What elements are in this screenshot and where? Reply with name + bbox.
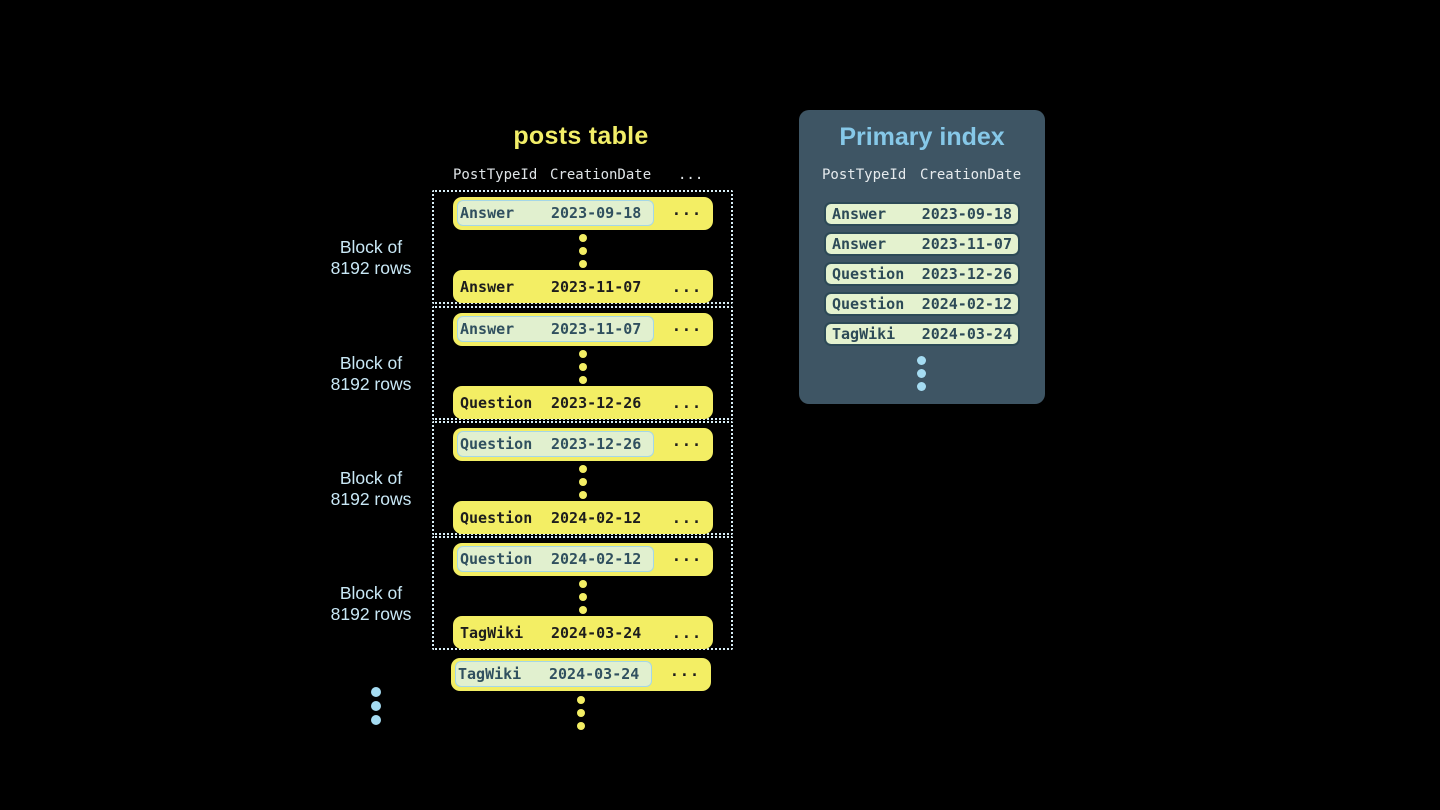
- block-label-1: Block of 8192 rows: [330, 237, 412, 278]
- primary-index-panel: Primary index PostTypeId CreationDate An…: [799, 110, 1045, 404]
- index-row: Answer 2023-09-18: [824, 202, 1020, 226]
- table-row: Question 2024-02-12 ...: [453, 501, 713, 534]
- table-block-4: Question 2024-02-12 ... TagWiki 2024-03-…: [432, 536, 733, 650]
- vertical-ellipsis-dots: [579, 465, 587, 504]
- more-blocks-ellipsis-dots: [371, 687, 381, 729]
- row-more-columns: ...: [671, 317, 702, 335]
- table-row: Answer 2023-09-18 ...: [453, 197, 713, 230]
- column-header-posttypeid: PostTypeId: [822, 167, 907, 183]
- table-block-3: Question 2023-12-26 ... Question 2024-02…: [432, 421, 733, 535]
- column-header-creationdate: CreationDate: [920, 167, 1022, 183]
- highlighted-key-cell: Answer 2023-09-18: [457, 200, 654, 226]
- row-more-columns: ...: [671, 277, 702, 296]
- index-row: Answer 2023-11-07: [824, 232, 1020, 256]
- vertical-ellipsis-dots: [579, 234, 587, 273]
- highlighted-key-cell: Answer 2023-11-07: [457, 316, 654, 342]
- column-header-posttypeid: PostTypeId: [453, 167, 538, 183]
- row-more-columns: ...: [669, 662, 700, 680]
- table-row: Question 2023-12-26 ...: [453, 428, 713, 461]
- table-block-1: Answer 2023-09-18 ... Answer 2023-11-07 …: [432, 190, 733, 304]
- table-row: TagWiki 2024-03-24 ...: [453, 616, 713, 649]
- index-row: Question 2023-12-26: [824, 262, 1020, 286]
- posts-table-title: posts table: [513, 122, 649, 150]
- row-more-columns: ...: [671, 547, 702, 565]
- index-row: TagWiki 2024-03-24: [824, 322, 1020, 346]
- index-row: Question 2024-02-12: [824, 292, 1020, 316]
- table-row: Answer 2023-11-07 ...: [453, 270, 713, 303]
- highlighted-key-cell: TagWiki 2024-03-24: [455, 661, 652, 687]
- vertical-ellipsis-dots: [917, 356, 926, 395]
- row-more-columns: ...: [671, 623, 702, 642]
- vertical-ellipsis-dots: [579, 350, 587, 389]
- table-row: Question 2023-12-26 ...: [453, 386, 713, 419]
- column-header-more: ...: [678, 167, 704, 183]
- highlighted-key-cell: Question 2024-02-12: [457, 546, 654, 572]
- block-label-4: Block of 8192 rows: [330, 583, 412, 624]
- table-row: Question 2024-02-12 ...: [453, 543, 713, 576]
- highlighted-key-cell: Question 2023-12-26: [457, 431, 654, 457]
- column-header-creationdate: CreationDate: [550, 167, 652, 183]
- row-more-columns: ...: [671, 393, 702, 412]
- vertical-ellipsis-dots: [577, 696, 585, 735]
- primary-index-title: Primary index: [839, 123, 1005, 151]
- row-more-columns: ...: [671, 508, 702, 527]
- table-block-2: Answer 2023-11-07 ... Question 2023-12-2…: [432, 306, 733, 420]
- vertical-ellipsis-dots: [579, 580, 587, 619]
- block-label-3: Block of 8192 rows: [330, 468, 412, 509]
- row-more-columns: ...: [671, 432, 702, 450]
- row-more-columns: ...: [671, 201, 702, 219]
- table-row: TagWiki 2024-03-24 ...: [451, 658, 711, 691]
- block-label-2: Block of 8192 rows: [330, 353, 412, 394]
- table-row: Answer 2023-11-07 ...: [453, 313, 713, 346]
